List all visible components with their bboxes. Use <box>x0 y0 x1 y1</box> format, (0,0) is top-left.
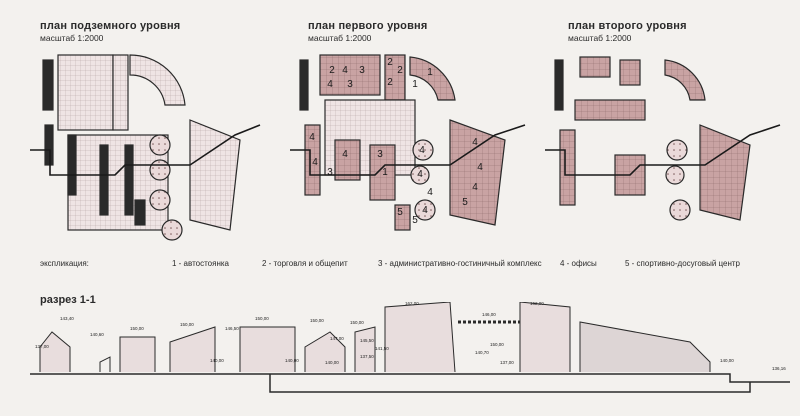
elevation-mark: 150,00 <box>130 326 144 331</box>
legend-item-4: 4 - офисы <box>560 259 597 268</box>
plan-underground-drawing <box>30 54 261 241</box>
elevation-mark: 140,70 <box>475 350 489 355</box>
zone-number: 4 <box>417 169 423 180</box>
legend-item-1: 1 - автостоянка <box>172 259 230 268</box>
zone-number: 4 <box>327 79 333 90</box>
zone-number: 5 <box>462 197 468 208</box>
zone-number: 2 <box>387 57 393 68</box>
zone-number: 3 <box>377 149 383 160</box>
legend: экспликация: 1 - автостоянка 2 - торговл… <box>40 259 780 271</box>
zone-number: 3 <box>347 79 353 90</box>
zone-number: 4 <box>309 132 315 143</box>
legend-item-5: 5 - спортивно-досуговый центр <box>625 259 740 268</box>
elevation-mark: 150,00 <box>255 316 269 321</box>
elevation-mark: 147,00 <box>330 336 344 341</box>
zone-number: 1 <box>412 79 418 90</box>
legend-label: экспликация: <box>40 259 89 268</box>
plan-title-second: план второго уровня <box>568 20 687 32</box>
elevation-mark: 146,00 <box>482 312 496 317</box>
plan-title-first: план первого уровня <box>308 20 428 32</box>
elevation-mark: 137,50 <box>360 354 374 359</box>
zone-number: 4 <box>477 162 483 173</box>
elevation-mark: 137,00 <box>35 344 49 349</box>
elevation-mark: 162,00 <box>405 302 419 306</box>
elevation-mark: 136,16 <box>772 366 786 371</box>
elevation-mark: 150,00 <box>490 342 504 347</box>
plan-second-drawing <box>545 56 781 221</box>
elevation-mark: 140,00 <box>325 360 339 365</box>
zone-number: 4 <box>472 137 478 148</box>
plan-scale-second: масштаб 1:2000 <box>568 33 632 43</box>
elevation-mark: 150,00 <box>180 322 194 327</box>
plan-title-underground: план подземного уровня <box>40 20 181 32</box>
zone-number: 3 <box>359 65 365 76</box>
zone-number: 4 <box>422 205 428 216</box>
plan-scale-underground: масштаб 1:2000 <box>40 33 104 43</box>
elevation-mark: 140,60 <box>90 332 104 337</box>
legend-item-2: 2 - торговля и общепит <box>262 259 348 268</box>
zone-number: 4 <box>472 182 478 193</box>
zone-number: 4 <box>312 157 318 168</box>
zone-number: 4 <box>342 149 348 160</box>
section-title: разрез 1-1 <box>40 294 96 306</box>
zone-number: 2 <box>387 77 393 88</box>
elevation-mark: 143,40 <box>60 316 74 321</box>
elevation-mark: 141,50 <box>375 346 389 351</box>
elevation-mark: 137,00 <box>500 360 514 365</box>
zone-number: 4 <box>419 145 425 156</box>
elevation-mark: 140,00 <box>285 358 299 363</box>
legend-item-3: 3 - административно-гостиничный комплекс <box>378 259 542 268</box>
elevation-mark: 146,50 <box>225 326 239 331</box>
zone-number: 1 <box>382 167 388 178</box>
zone-number: 5 <box>397 207 403 218</box>
elevation-mark: 145,50 <box>360 338 374 343</box>
zone-number: 1 <box>427 67 433 78</box>
elevation-mark: 140,00 <box>720 358 734 363</box>
zone-number: 5 <box>412 215 418 226</box>
zone-number: 2 <box>329 65 335 76</box>
section-drawing: 143,40 140,60 137,00 150,00 150,00 150,00 146,… <box>30 302 790 393</box>
elevation-mark: 150,00 <box>310 318 324 323</box>
elevation-mark: 150,00 <box>350 320 364 325</box>
zone-number: 4 <box>427 187 433 198</box>
plan-scale-first: масштаб 1:2000 <box>308 33 372 43</box>
zone-number: 3 <box>327 167 333 178</box>
zone-number: 2 <box>397 65 403 76</box>
elevation-mark: 140,00 <box>210 358 224 363</box>
elevation-mark: 162,00 <box>530 302 544 306</box>
zone-number: 4 <box>342 65 348 76</box>
